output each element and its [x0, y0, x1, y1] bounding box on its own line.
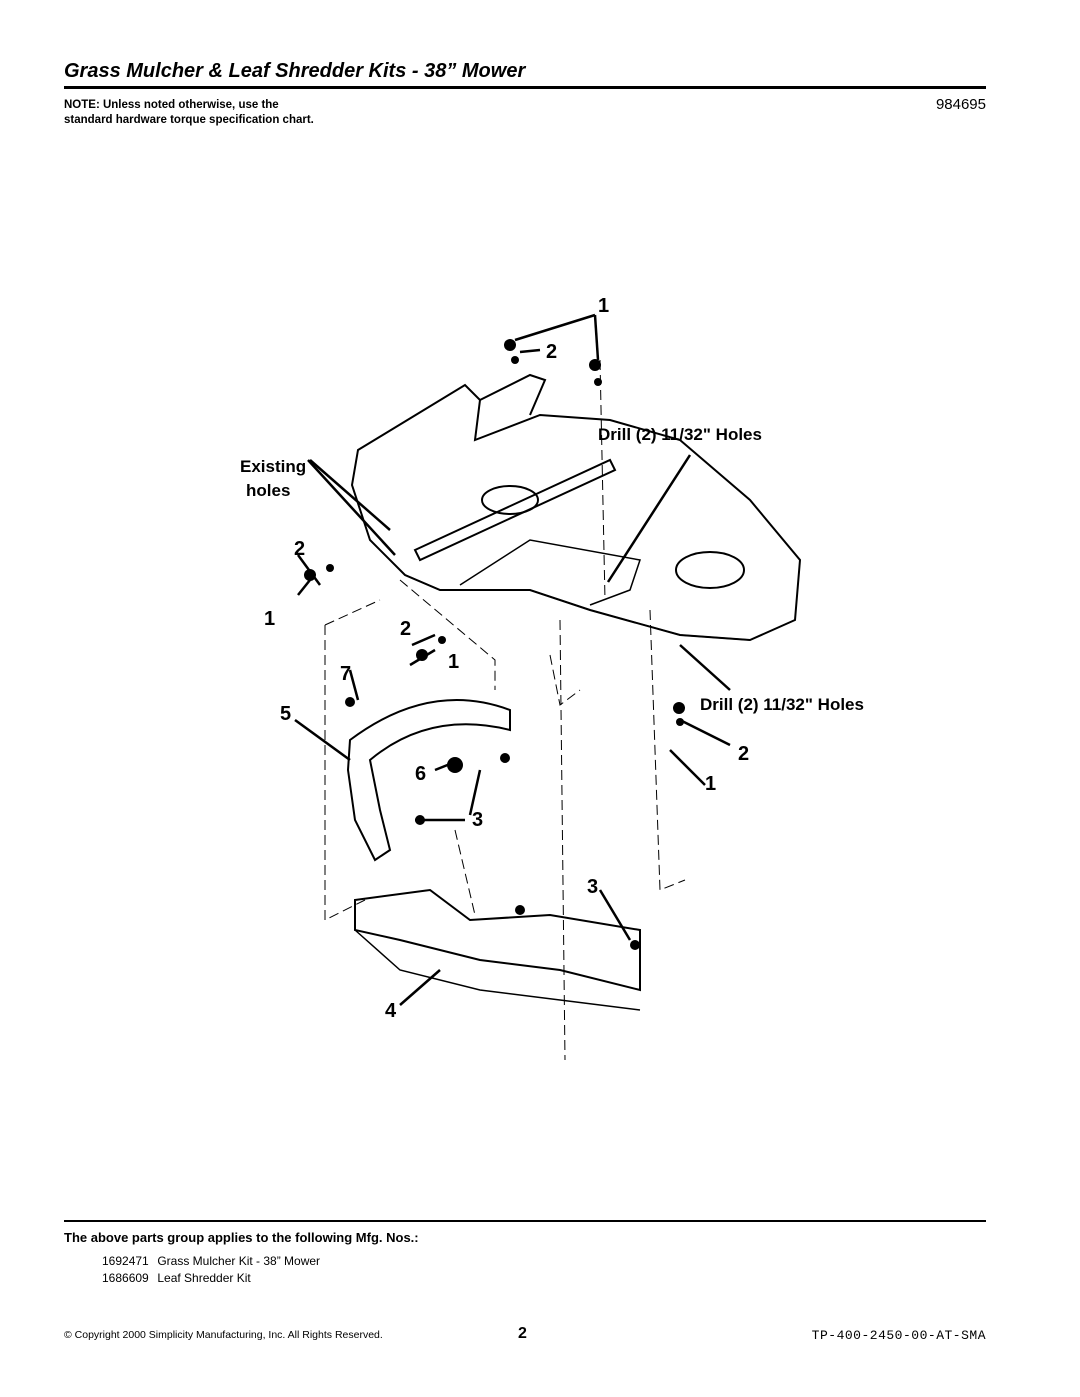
mfg-description: Grass Mulcher Kit - 38” Mower	[157, 1254, 321, 1268]
item-number: 5	[280, 703, 291, 725]
spindle-housing-left	[481, 485, 539, 515]
item-number: 2	[294, 538, 305, 560]
lock-washer	[594, 378, 602, 386]
mfg-list-item: 1692471 Grass Mulcher Kit - 38” Mower	[102, 1254, 320, 1268]
item-number: 7	[340, 663, 351, 685]
hex-nut	[673, 702, 685, 714]
exploded-parts-diagram: 1 2 2 1 2 1 7 5 6 3 2 1 3 4 Existing hol…	[240, 295, 864, 1060]
title-rule	[64, 86, 986, 89]
item-number: 1	[264, 608, 275, 630]
existing-holes-callout: holes	[246, 481, 290, 500]
lock-washer	[326, 564, 334, 572]
item-number: 2	[546, 341, 557, 363]
item-number: 2	[400, 618, 411, 640]
page-number: 2	[518, 1325, 527, 1342]
lock-washer	[511, 356, 519, 364]
deck-bracket	[479, 373, 547, 416]
mfg-list-item: 1686609 Leaf Shredder Kit	[102, 1271, 251, 1285]
carriage-bolt	[515, 905, 525, 915]
item-number: 1	[705, 773, 716, 795]
hex-nut	[504, 339, 516, 351]
carriage-bolt	[345, 697, 355, 707]
item-number: 3	[587, 876, 598, 898]
spindle-housing-right	[675, 551, 745, 589]
hex-nut	[304, 569, 316, 581]
lock-washer	[438, 636, 446, 644]
item-number: 6	[415, 763, 426, 785]
applies-rule	[64, 1220, 986, 1222]
item-number: 1	[448, 651, 459, 673]
hex-nut	[416, 649, 428, 661]
mower-deck	[350, 383, 802, 642]
item-number: 4	[385, 1000, 397, 1022]
carriage-bolt	[415, 815, 425, 825]
page-title: Grass Mulcher & Leaf Shredder Kits - 38”…	[64, 60, 526, 82]
hex-nut	[589, 359, 601, 371]
wing-nut	[447, 757, 463, 773]
mfg-number: 1692471	[102, 1254, 149, 1268]
copyright-notice: © Copyright 2000 Simplicity Manufacturin…	[64, 1329, 383, 1341]
applies-heading: The above parts group applies to the fol…	[64, 1230, 419, 1245]
carriage-bolt	[500, 753, 510, 763]
item-number: 2	[738, 743, 749, 765]
mfg-description: Leaf Shredder Kit	[157, 1271, 251, 1285]
drill-holes-callout: Drill (2) 11/32" Holes	[700, 695, 864, 714]
mulching-baffle-curved	[346, 699, 511, 862]
lock-washer	[676, 718, 684, 726]
torque-note: NOTE: Unless noted otherwise, use the st…	[64, 99, 314, 126]
item-number: 3	[472, 809, 483, 831]
existing-holes-callout: Existing	[240, 457, 306, 476]
deck-brace	[413, 458, 617, 562]
diagram-part-number: 984695	[935, 96, 986, 113]
drill-holes-callout: Drill (2) 11/32" Holes	[598, 425, 762, 444]
carriage-bolt	[630, 940, 640, 950]
mfg-number: 1686609	[102, 1271, 149, 1285]
document-number: TP-400-2450-00-AT-SMA	[811, 1328, 986, 1343]
mulching-baffle-front	[354, 888, 641, 992]
item-number: 1	[598, 295, 609, 317]
